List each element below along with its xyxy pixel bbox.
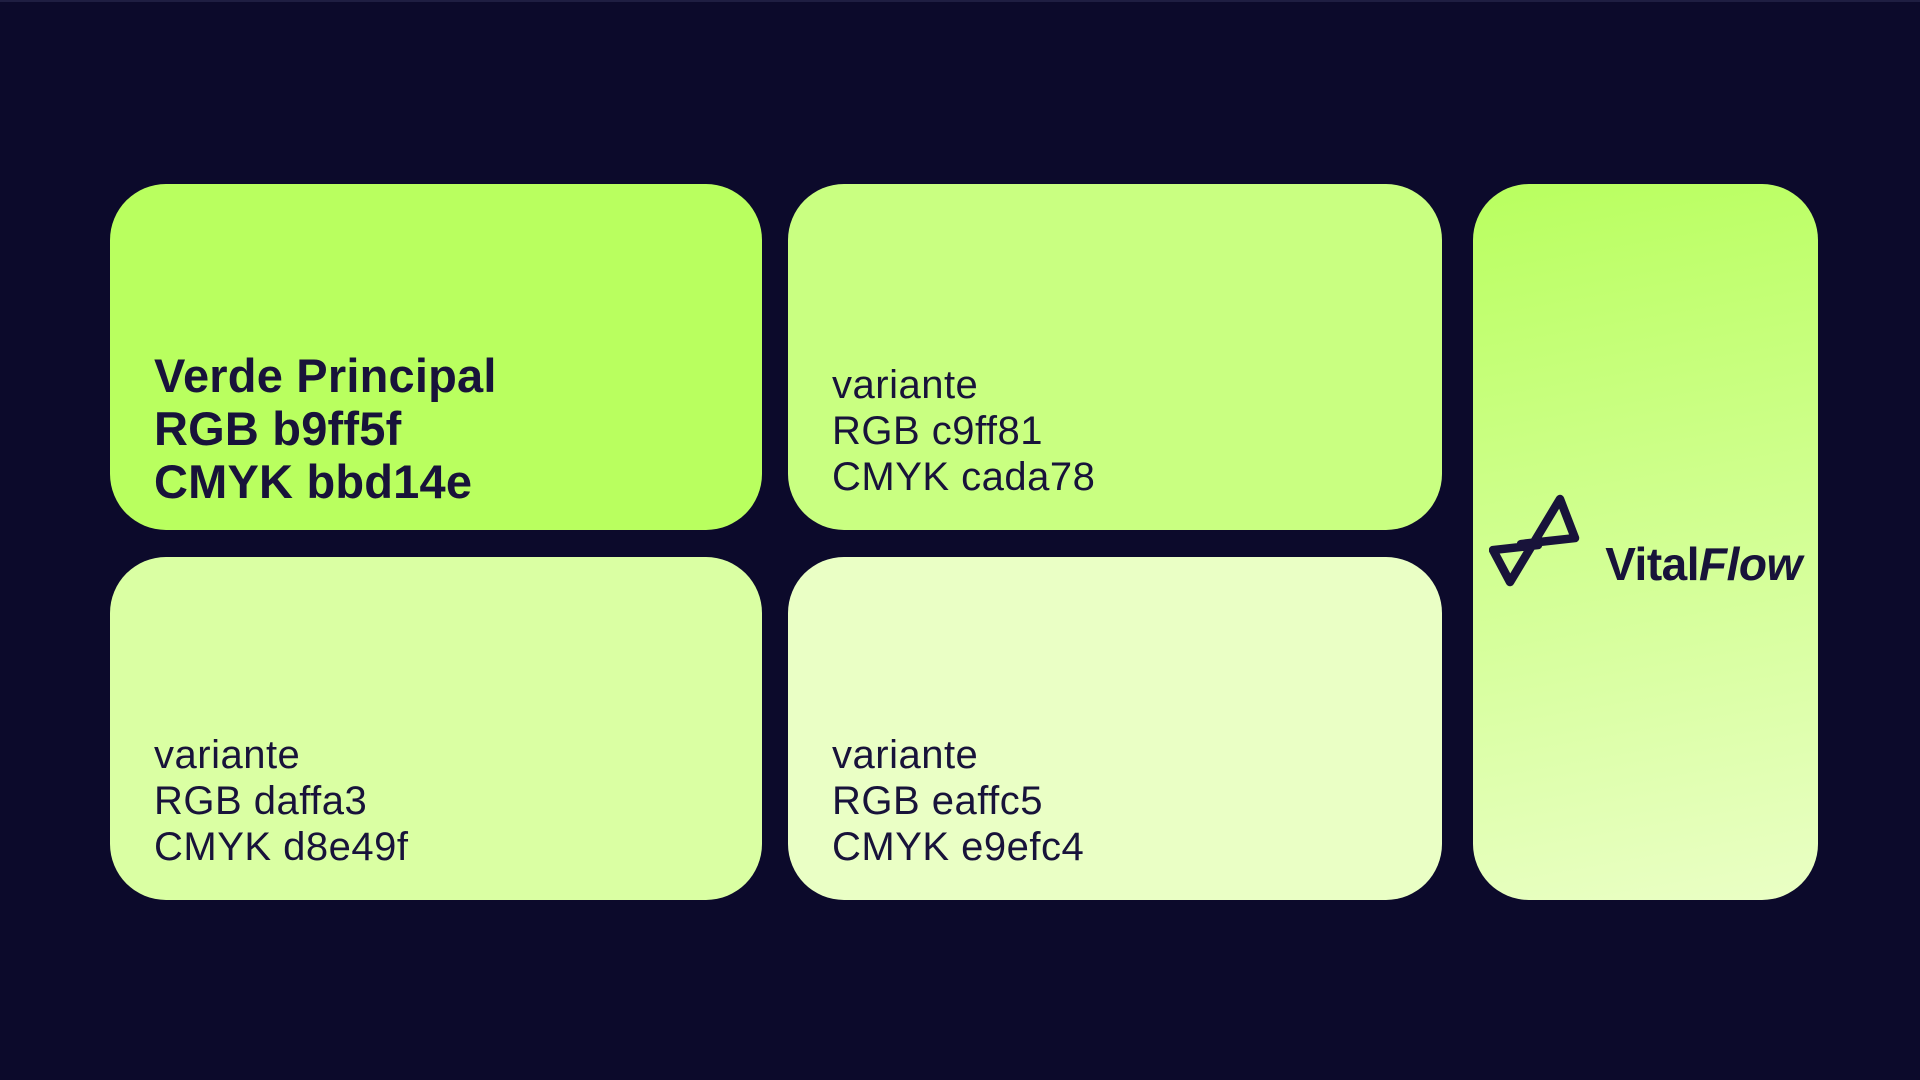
color-card-title: variante xyxy=(832,733,979,777)
color-card-text: variante RGB c9ff81 CMYK cada78 xyxy=(832,362,1095,500)
color-card-rgb-value: RGB eaffc5 xyxy=(832,779,1044,823)
vitalflow-wordmark: VitalFlow xyxy=(1605,541,1802,587)
color-card-title: Verde Principal xyxy=(154,349,497,402)
color-card-variante-1: variante RGB c9ff81 CMYK cada78 xyxy=(788,184,1442,530)
color-card-title: variante xyxy=(154,733,301,777)
color-card-rgb-value: RGB b9ff5f xyxy=(154,402,402,455)
color-card-variante-2: variante RGB daffa3 CMYK d8e49f xyxy=(110,557,762,900)
color-card-text: variante RGB eaffc5 CMYK e9efc4 xyxy=(832,732,1084,870)
color-card-cmyk-value: CMYK cada78 xyxy=(832,455,1096,499)
color-card-text: Verde Principal RGB b9ff5f CMYK bbd14e xyxy=(154,349,497,508)
wordmark-vital: Vital xyxy=(1605,538,1700,591)
color-card-cmyk-value: CMYK e9efc4 xyxy=(832,825,1085,869)
color-card-rgb-value: RGB c9ff81 xyxy=(832,409,1044,453)
brand-logo-card: VitalFlow xyxy=(1473,184,1818,900)
color-card-cmyk-value: CMYK bbd14e xyxy=(154,455,473,508)
color-card-cmyk-value: CMYK d8e49f xyxy=(154,825,409,869)
color-card-verde-principal: Verde Principal RGB b9ff5f CMYK bbd14e xyxy=(110,184,762,530)
vitalflow-triangles-icon xyxy=(1489,494,1580,587)
color-card-rgb-value: RGB daffa3 xyxy=(154,779,368,823)
vitalflow-logo: VitalFlow xyxy=(1473,491,1818,589)
color-card-title: variante xyxy=(832,363,979,407)
wordmark-flow: Flow xyxy=(1699,538,1802,591)
color-card-variante-3: variante RGB eaffc5 CMYK e9efc4 xyxy=(788,557,1442,900)
color-card-text: variante RGB daffa3 CMYK d8e49f xyxy=(154,732,409,870)
